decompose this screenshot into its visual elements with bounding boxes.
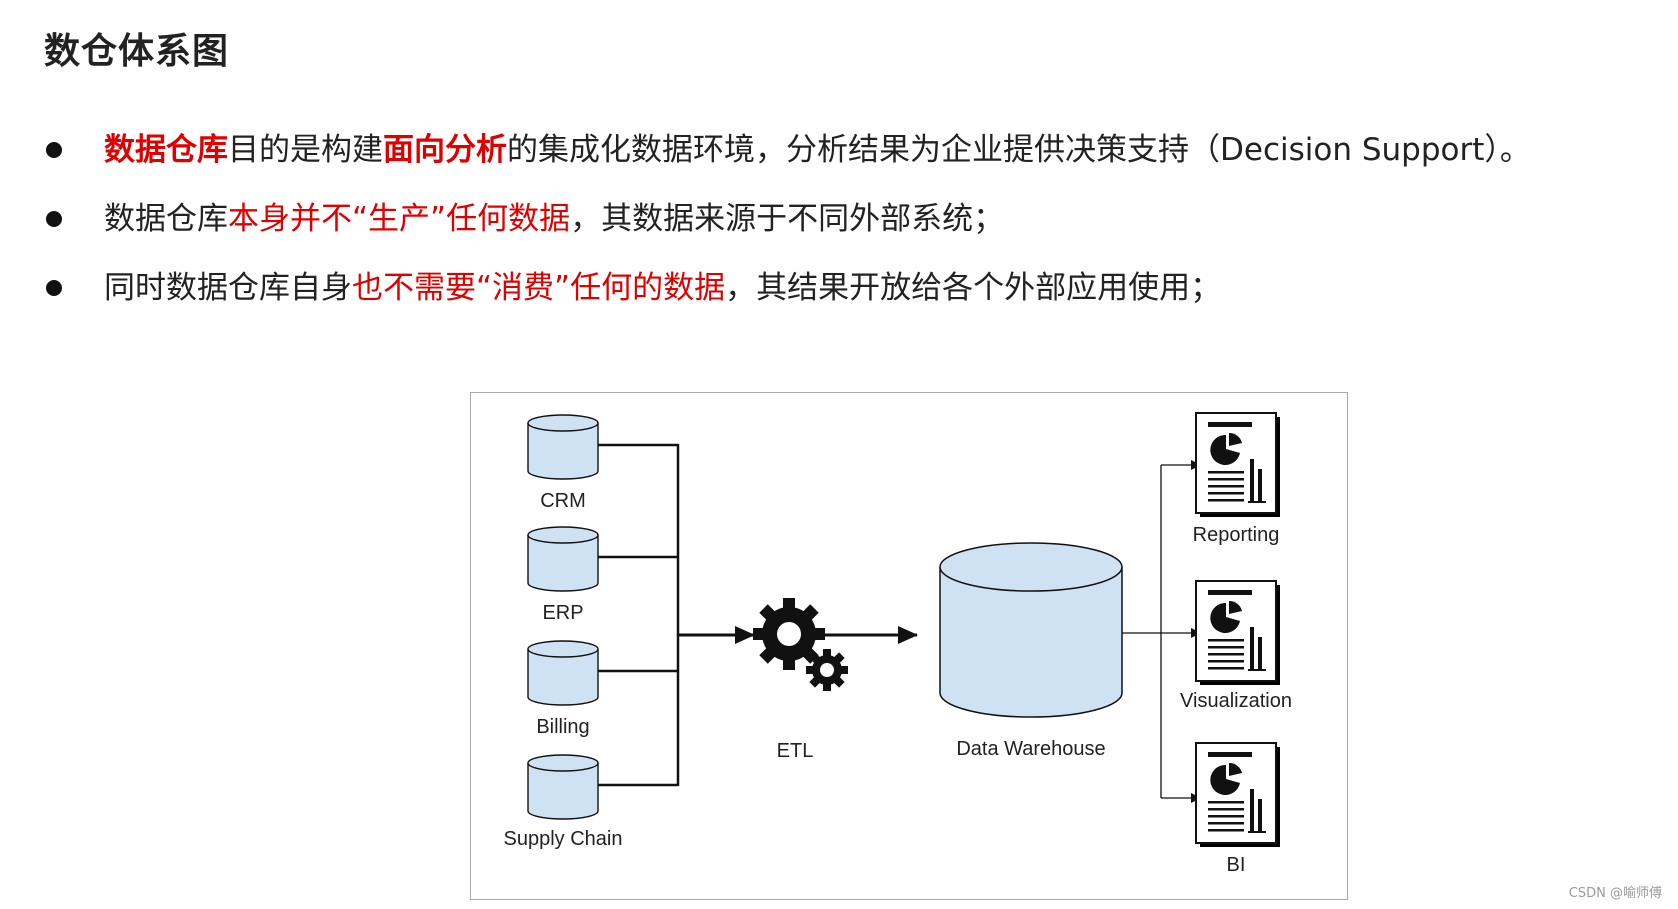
billing-database-icon bbox=[527, 640, 599, 706]
bullet-dot bbox=[46, 142, 62, 158]
watermark: CSDN @喻师傅 bbox=[1568, 886, 1662, 901]
bi-report-icon bbox=[1195, 742, 1281, 848]
source-label-crm: CRM bbox=[540, 490, 586, 512]
page-title: 数仓体系图 bbox=[44, 31, 230, 72]
bullet-text: 数据仓库本身并不“生产”任何数据，其数据来源于不同外部系统； bbox=[104, 201, 1004, 237]
bullet-item: 同时数据仓库自身也不需要“消费”任何的数据，其结果开放给各个外部应用使用； bbox=[44, 268, 1531, 308]
bullet-segment: ，其结果开放给各个外部应用使用； bbox=[725, 270, 1222, 306]
bullet-item: 数据仓库目的是构建面向分析的集成化数据环境，分析结果为企业提供决策支持（Deci… bbox=[44, 130, 1531, 170]
bullet-list: 数据仓库目的是构建面向分析的集成化数据环境，分析结果为企业提供决策支持（Deci… bbox=[44, 130, 1531, 337]
bullet-segment: 数据仓库 bbox=[104, 132, 228, 168]
bullet-segment: 目的是构建 bbox=[228, 132, 383, 168]
source-label-erp: ERP bbox=[542, 602, 583, 624]
supply-chain-database-icon bbox=[527, 754, 599, 820]
bullet-segment: 数据仓库 bbox=[104, 201, 228, 237]
source-label-supply-chain: Supply Chain bbox=[504, 828, 623, 850]
bullet-text: 同时数据仓库自身也不需要“消费”任何的数据，其结果开放给各个外部应用使用； bbox=[104, 270, 1221, 306]
bullet-segment: 也不需要“消费”任何的数据 bbox=[352, 270, 726, 306]
small-gear-icon bbox=[806, 649, 848, 691]
bullet-segment: 的集成化数据环境，分析结果为企业提供决策支持（Decision Support）… bbox=[507, 132, 1531, 168]
diagram-svg: CRM ERP Billing Supply Chain bbox=[504, 412, 1292, 876]
etl-label: ETL bbox=[777, 740, 814, 762]
bullet-segment: ，其数据来源于不同外部系统； bbox=[570, 201, 1005, 237]
bullet-dot bbox=[46, 280, 62, 296]
output-label-visualization: Visualization bbox=[1180, 690, 1292, 712]
output-label-reporting: Reporting bbox=[1193, 524, 1280, 546]
output-label-bi: BI bbox=[1227, 854, 1246, 876]
bullet-text: 数据仓库目的是构建面向分析的集成化数据环境，分析结果为企业提供决策支持（Deci… bbox=[104, 132, 1531, 168]
bullet-segment: 本身并不“生产”任何数据 bbox=[228, 201, 571, 237]
bullet-item: 数据仓库本身并不“生产”任何数据，其数据来源于不同外部系统； bbox=[44, 199, 1531, 239]
data-warehouse-database-icon bbox=[939, 542, 1123, 718]
source-label-billing: Billing bbox=[536, 716, 589, 738]
bullet-dot bbox=[46, 211, 62, 227]
crm-database-icon bbox=[527, 414, 599, 480]
dw-architecture-diagram: CRM ERP Billing Supply Chain bbox=[470, 392, 1348, 900]
bullet-segment: 同时数据仓库自身 bbox=[104, 270, 352, 306]
erp-database-icon bbox=[527, 526, 599, 592]
source-connector-lines bbox=[598, 443, 680, 787]
reporting-report-icon bbox=[1195, 412, 1281, 518]
output-connector-lines bbox=[1122, 465, 1162, 798]
warehouse-label: Data Warehouse bbox=[956, 738, 1105, 760]
bullet-segment: 面向分析 bbox=[383, 132, 507, 168]
visualization-report-icon bbox=[1195, 580, 1281, 686]
